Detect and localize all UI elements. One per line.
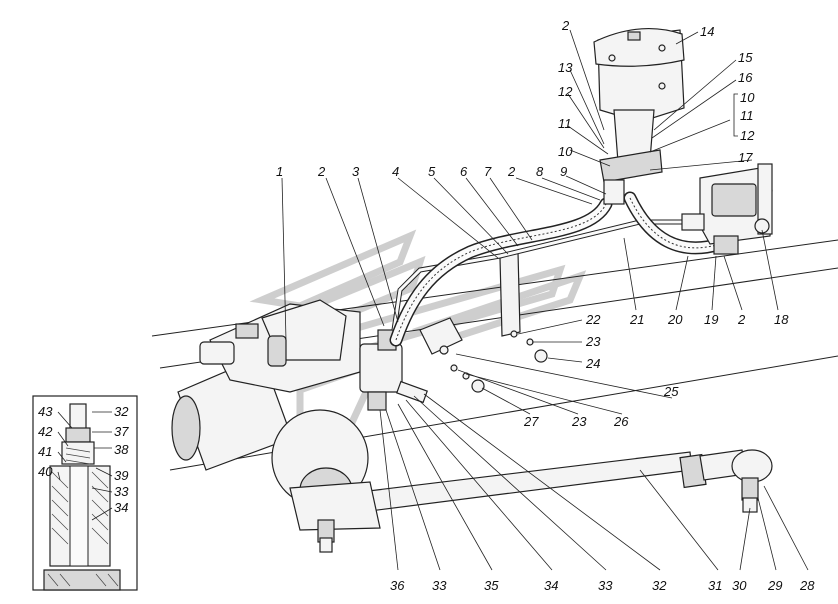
callout-36: 36 — [390, 578, 405, 593]
callout-39: 39 — [114, 468, 128, 483]
callout-16: 16 — [738, 70, 753, 85]
callout-12-a: 12 — [558, 84, 573, 99]
callout-30: 30 — [732, 578, 747, 593]
callout-labels: 1 2 3 4 5 6 7 2 8 9 10 11 12 13 2 14 15 … — [38, 18, 815, 593]
callout-27: 27 — [523, 414, 539, 429]
callout-1: 1 — [276, 164, 283, 179]
callout-17: 17 — [738, 150, 753, 165]
callout-29: 29 — [767, 578, 782, 593]
callout-2-d: 2 — [737, 312, 746, 327]
callout-42: 42 — [38, 424, 53, 439]
callout-12-b: 12 — [740, 128, 755, 143]
callout-5: 5 — [428, 164, 436, 179]
callout-24: 24 — [585, 356, 600, 371]
callout-11-a: 11 — [558, 116, 572, 131]
callout-34-inset: 34 — [114, 500, 128, 515]
callout-21: 21 — [629, 312, 644, 327]
callout-38: 38 — [114, 442, 129, 457]
callout-37: 37 — [114, 424, 129, 439]
callout-41: 41 — [38, 444, 52, 459]
pitman-arm — [289, 481, 381, 553]
callout-20: 20 — [667, 312, 683, 327]
callout-43: 43 — [38, 404, 53, 419]
callout-2-a: 2 — [317, 164, 326, 179]
reservoir — [593, 27, 685, 205]
pump — [681, 163, 773, 255]
callout-8: 8 — [536, 164, 544, 179]
callout-25: 25 — [663, 384, 679, 399]
callout-23-b: 23 — [571, 414, 587, 429]
inset-detail — [32, 395, 138, 591]
callout-2-c: 2 — [561, 18, 570, 33]
callout-32-b: 32 — [652, 578, 667, 593]
callout-33-c: 33 — [598, 578, 613, 593]
callout-26: 26 — [613, 414, 629, 429]
callout-11-b: 11 — [740, 108, 754, 123]
callout-23-a: 23 — [585, 334, 601, 349]
callout-19: 19 — [704, 312, 718, 327]
callout-33-inset: 33 — [114, 484, 129, 499]
callout-4: 4 — [392, 164, 399, 179]
callout-13: 13 — [558, 60, 573, 75]
valve-body — [359, 329, 428, 411]
callout-7: 7 — [484, 164, 492, 179]
leader-lines — [57, 29, 809, 571]
callout-18: 18 — [774, 312, 789, 327]
callout-35: 35 — [484, 578, 499, 593]
callout-34-b: 34 — [544, 578, 558, 593]
callout-10-a: 10 — [558, 144, 573, 159]
hoses — [389, 191, 727, 347]
callout-22: 22 — [585, 312, 601, 327]
callout-32-inset: 32 — [114, 404, 129, 419]
callout-10-b: 10 — [740, 90, 755, 105]
callout-9: 9 — [560, 164, 567, 179]
tie-rod — [359, 449, 773, 513]
callout-2-b: 2 — [507, 164, 516, 179]
callout-28: 28 — [799, 578, 815, 593]
callout-3: 3 — [352, 164, 360, 179]
callout-40: 40 — [38, 464, 53, 479]
callout-31: 31 — [708, 578, 722, 593]
callout-14: 14 — [700, 24, 714, 39]
callout-15: 15 — [738, 50, 753, 65]
callout-33-b: 33 — [432, 578, 447, 593]
callout-6: 6 — [460, 164, 468, 179]
